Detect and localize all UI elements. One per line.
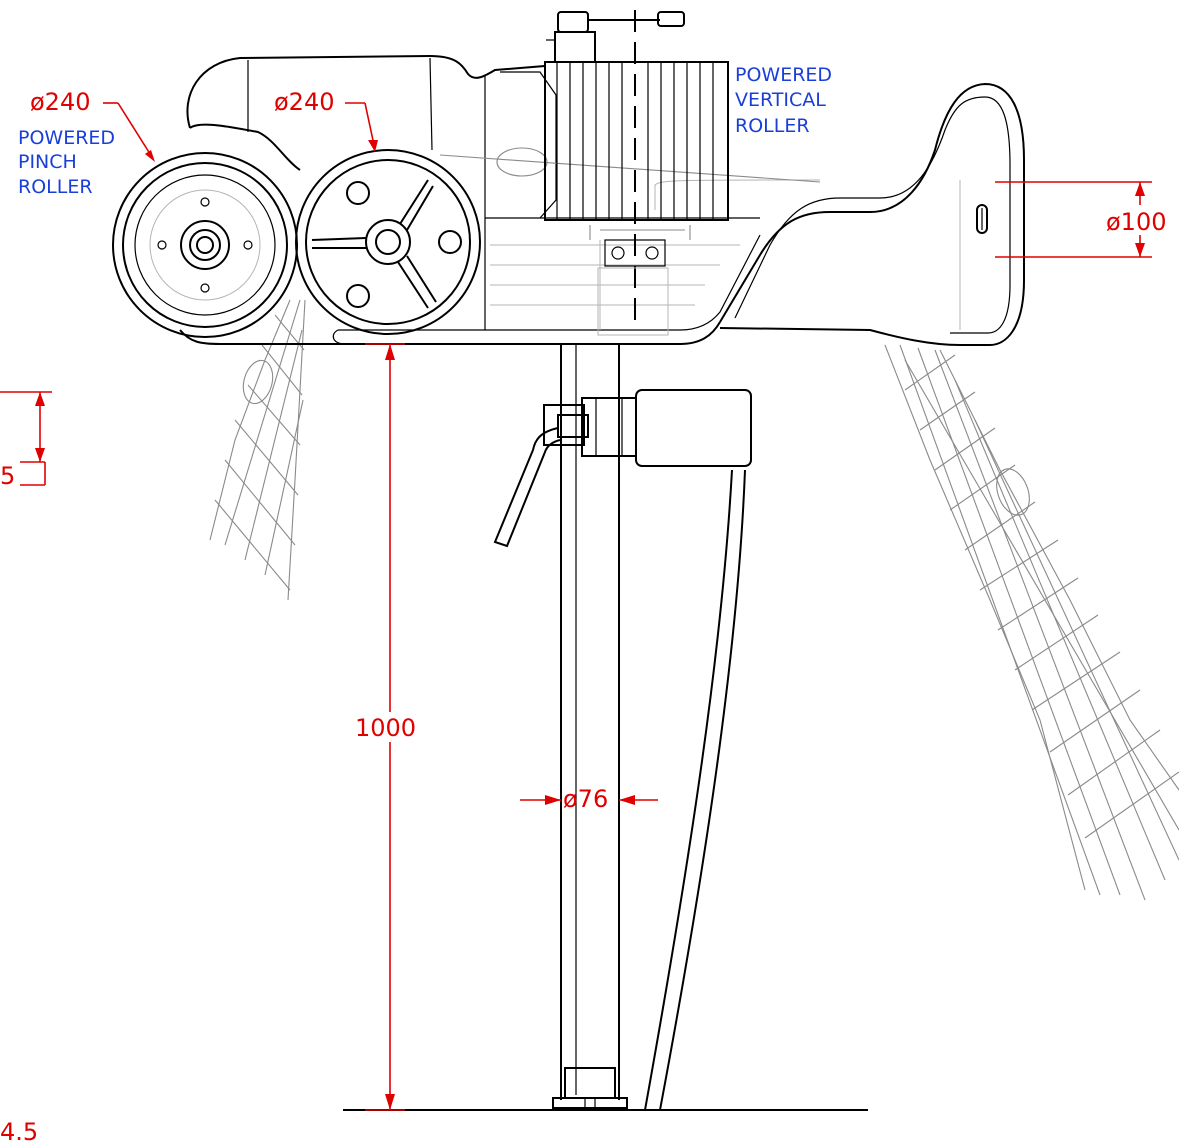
dim-pinch-roller: ø240 xyxy=(30,88,155,162)
dim-post-height-text: 1000 xyxy=(355,714,416,742)
pinch-roller xyxy=(112,152,298,338)
dim-post-height: 1000 xyxy=(355,343,416,1111)
dim-drum-roller: ø240 xyxy=(274,88,378,152)
dim-left-partial: 5 xyxy=(0,391,52,490)
label-pinch-roller-line2: PINCH xyxy=(18,151,77,173)
drum-roller xyxy=(295,149,481,335)
post xyxy=(343,344,868,1111)
dim-pinch-roller-text: ø240 xyxy=(30,88,91,116)
label-vertical-roller: POWERED VERTICAL ROLLER xyxy=(735,64,832,137)
dim-left-partial-text: 5 xyxy=(0,462,15,490)
label-pinch-roller: POWERED PINCH ROLLER xyxy=(18,127,115,198)
right-net xyxy=(884,344,1179,901)
dim-post-diameter-text: ø76 xyxy=(563,785,608,813)
label-vertical-roller-line1: POWERED xyxy=(735,64,832,86)
dim-post-diameter: ø76 xyxy=(520,785,658,813)
dim-corner-partial-text: 4.5 xyxy=(0,1118,38,1146)
label-pinch-roller-line3: ROLLER xyxy=(18,176,93,198)
label-vertical-roller-line2: VERTICAL xyxy=(735,89,826,111)
vertical-roller xyxy=(544,10,729,336)
label-pinch-roller-line1: POWERED xyxy=(18,127,115,149)
left-net xyxy=(209,299,306,601)
machine-body xyxy=(179,54,1025,346)
dim-outlet: ø100 xyxy=(995,181,1167,258)
dim-drum-roller-text: ø240 xyxy=(274,88,335,116)
dim-outlet-text: ø100 xyxy=(1106,208,1167,236)
label-vertical-roller-line3: ROLLER xyxy=(735,115,810,137)
